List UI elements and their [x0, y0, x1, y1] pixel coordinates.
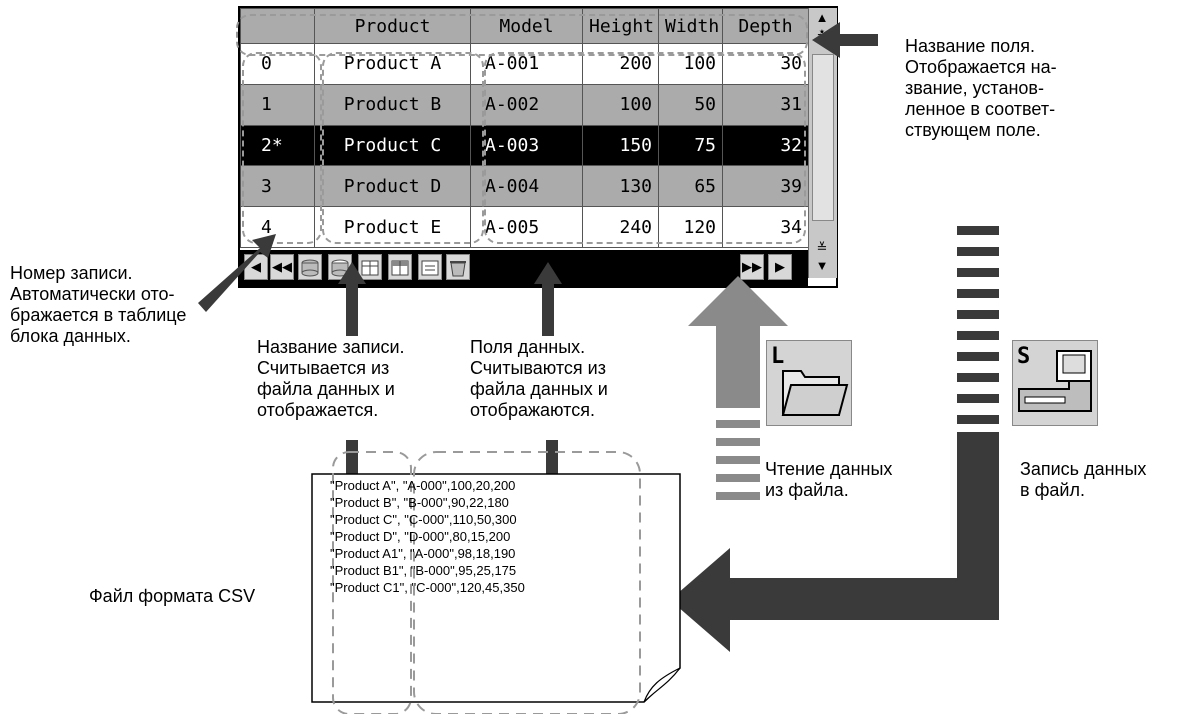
- data-fields-label: Поля данных. Считываются из файла данных…: [470, 337, 608, 420]
- column-header-height[interactable]: Height: [582, 8, 659, 44]
- height-cell: 240: [582, 206, 659, 248]
- data-fields-arrow: [534, 262, 562, 336]
- record-name: Product D: [314, 165, 471, 208]
- csv-name-highlight: [332, 451, 412, 714]
- record-name-arrow: [338, 262, 366, 336]
- table-row[interactable]: 1 Product B A-002 100 50 31: [240, 83, 809, 126]
- header-row-highlight: [236, 14, 808, 56]
- model-cell: A-004: [470, 165, 583, 208]
- depth-cell: 32: [722, 124, 809, 167]
- csv-line: "Product B1", "B-000",95,25,175: [330, 563, 517, 578]
- csv-line: "Product C1", "C-000",120,45,350: [330, 580, 525, 595]
- last-record-icon[interactable]: ▶▶: [740, 254, 764, 280]
- first-record-icon[interactable]: ◀◀: [270, 254, 294, 280]
- record-number-highlight: [242, 52, 322, 244]
- data-fields-highlight: [484, 52, 806, 244]
- scrollbar-thumb[interactable]: [812, 54, 834, 221]
- csv-paper-curl: [643, 667, 681, 703]
- scroll-up-icon[interactable]: ▲: [815, 10, 829, 25]
- vertical-scrollbar[interactable]: ▲ ≛ ≚ ▼: [808, 8, 837, 278]
- record-name: Product B: [314, 83, 471, 126]
- save-file-icon[interactable]: [328, 254, 352, 280]
- load-file-icon[interactable]: [298, 254, 322, 280]
- add-row-icon[interactable]: [388, 254, 412, 280]
- field-name-arrow: [812, 22, 878, 58]
- read-arrow: [688, 276, 788, 408]
- write-arrow: [670, 432, 999, 652]
- field-name-label: Название поля. Отображается на- звание, …: [905, 36, 1057, 140]
- save-disk-icon[interactable]: S: [1012, 340, 1098, 426]
- record-navigation-bar: ◀ ◀◀ ▶▶ ▶: [240, 250, 808, 286]
- csv-line: "Product D", "D-000",80,15,200: [330, 529, 511, 544]
- depth-cell: 31: [722, 83, 809, 126]
- data-fields-connector: [546, 440, 558, 474]
- record-number: 3: [240, 165, 315, 208]
- width-cell: 75: [658, 124, 723, 167]
- record-name: Product C: [314, 124, 471, 167]
- height-cell: 200: [582, 43, 659, 85]
- scroll-down-icon[interactable]: ▼: [815, 258, 829, 273]
- record-name-connector: [346, 440, 358, 474]
- width-cell: 120: [658, 206, 723, 248]
- delete-row-icon[interactable]: [446, 254, 470, 280]
- record-number-arrow: [198, 234, 276, 312]
- height-cell: 130: [582, 165, 659, 208]
- load-letter: L: [771, 344, 784, 369]
- edit-cell-icon[interactable]: [418, 254, 442, 280]
- record-number-label: Номер записи. Автоматически ото- бражает…: [10, 263, 187, 346]
- insert-row-icon[interactable]: [358, 254, 382, 280]
- record-name-highlight: [322, 52, 484, 244]
- table-row[interactable]: 3 Product D A-004 130 65 39: [240, 165, 809, 208]
- csv-line: "Product B", "B-000",90,22,180: [330, 495, 509, 510]
- model-cell: A-003: [470, 124, 583, 167]
- write-data-label: Запись данных в файл.: [1020, 459, 1147, 500]
- table-row[interactable]: 4 Product E A-005 240 120 34: [240, 206, 809, 248]
- width-cell: 65: [658, 165, 723, 208]
- read-data-label: Чтение данных из файла.: [765, 459, 893, 500]
- scroll-bottom-icon[interactable]: ≚: [816, 240, 828, 255]
- csv-line: "Product A", "A-000",100,20,200: [330, 478, 516, 493]
- read-arrow-dashes: [716, 420, 760, 500]
- height-cell: 150: [582, 124, 659, 167]
- next-record-icon[interactable]: ▶: [768, 254, 792, 280]
- model-cell: A-002: [470, 83, 583, 126]
- record-number: 2*: [240, 124, 315, 167]
- csv-line: "Product A1", "A-000",98,18,190: [330, 546, 516, 561]
- csv-file-contents: "Product A", "A-000",100,20,200 "Product…: [312, 470, 680, 702]
- table-row-selected[interactable]: 2* Product C A-003 150 75 32: [240, 124, 809, 167]
- csv-line: "Product C", "C-000",110,50,300: [330, 512, 517, 527]
- record-number: 1: [240, 83, 315, 126]
- save-letter: S: [1017, 344, 1030, 369]
- csv-data-highlight: [413, 451, 641, 714]
- record-name-label: Название записи. Считывается из файла да…: [257, 337, 405, 420]
- write-arrow-dashes: [957, 226, 999, 424]
- csv-file-label: Файл формата CSV: [89, 586, 256, 606]
- depth-cell: 39: [722, 165, 809, 208]
- load-folder-icon[interactable]: L: [766, 340, 852, 426]
